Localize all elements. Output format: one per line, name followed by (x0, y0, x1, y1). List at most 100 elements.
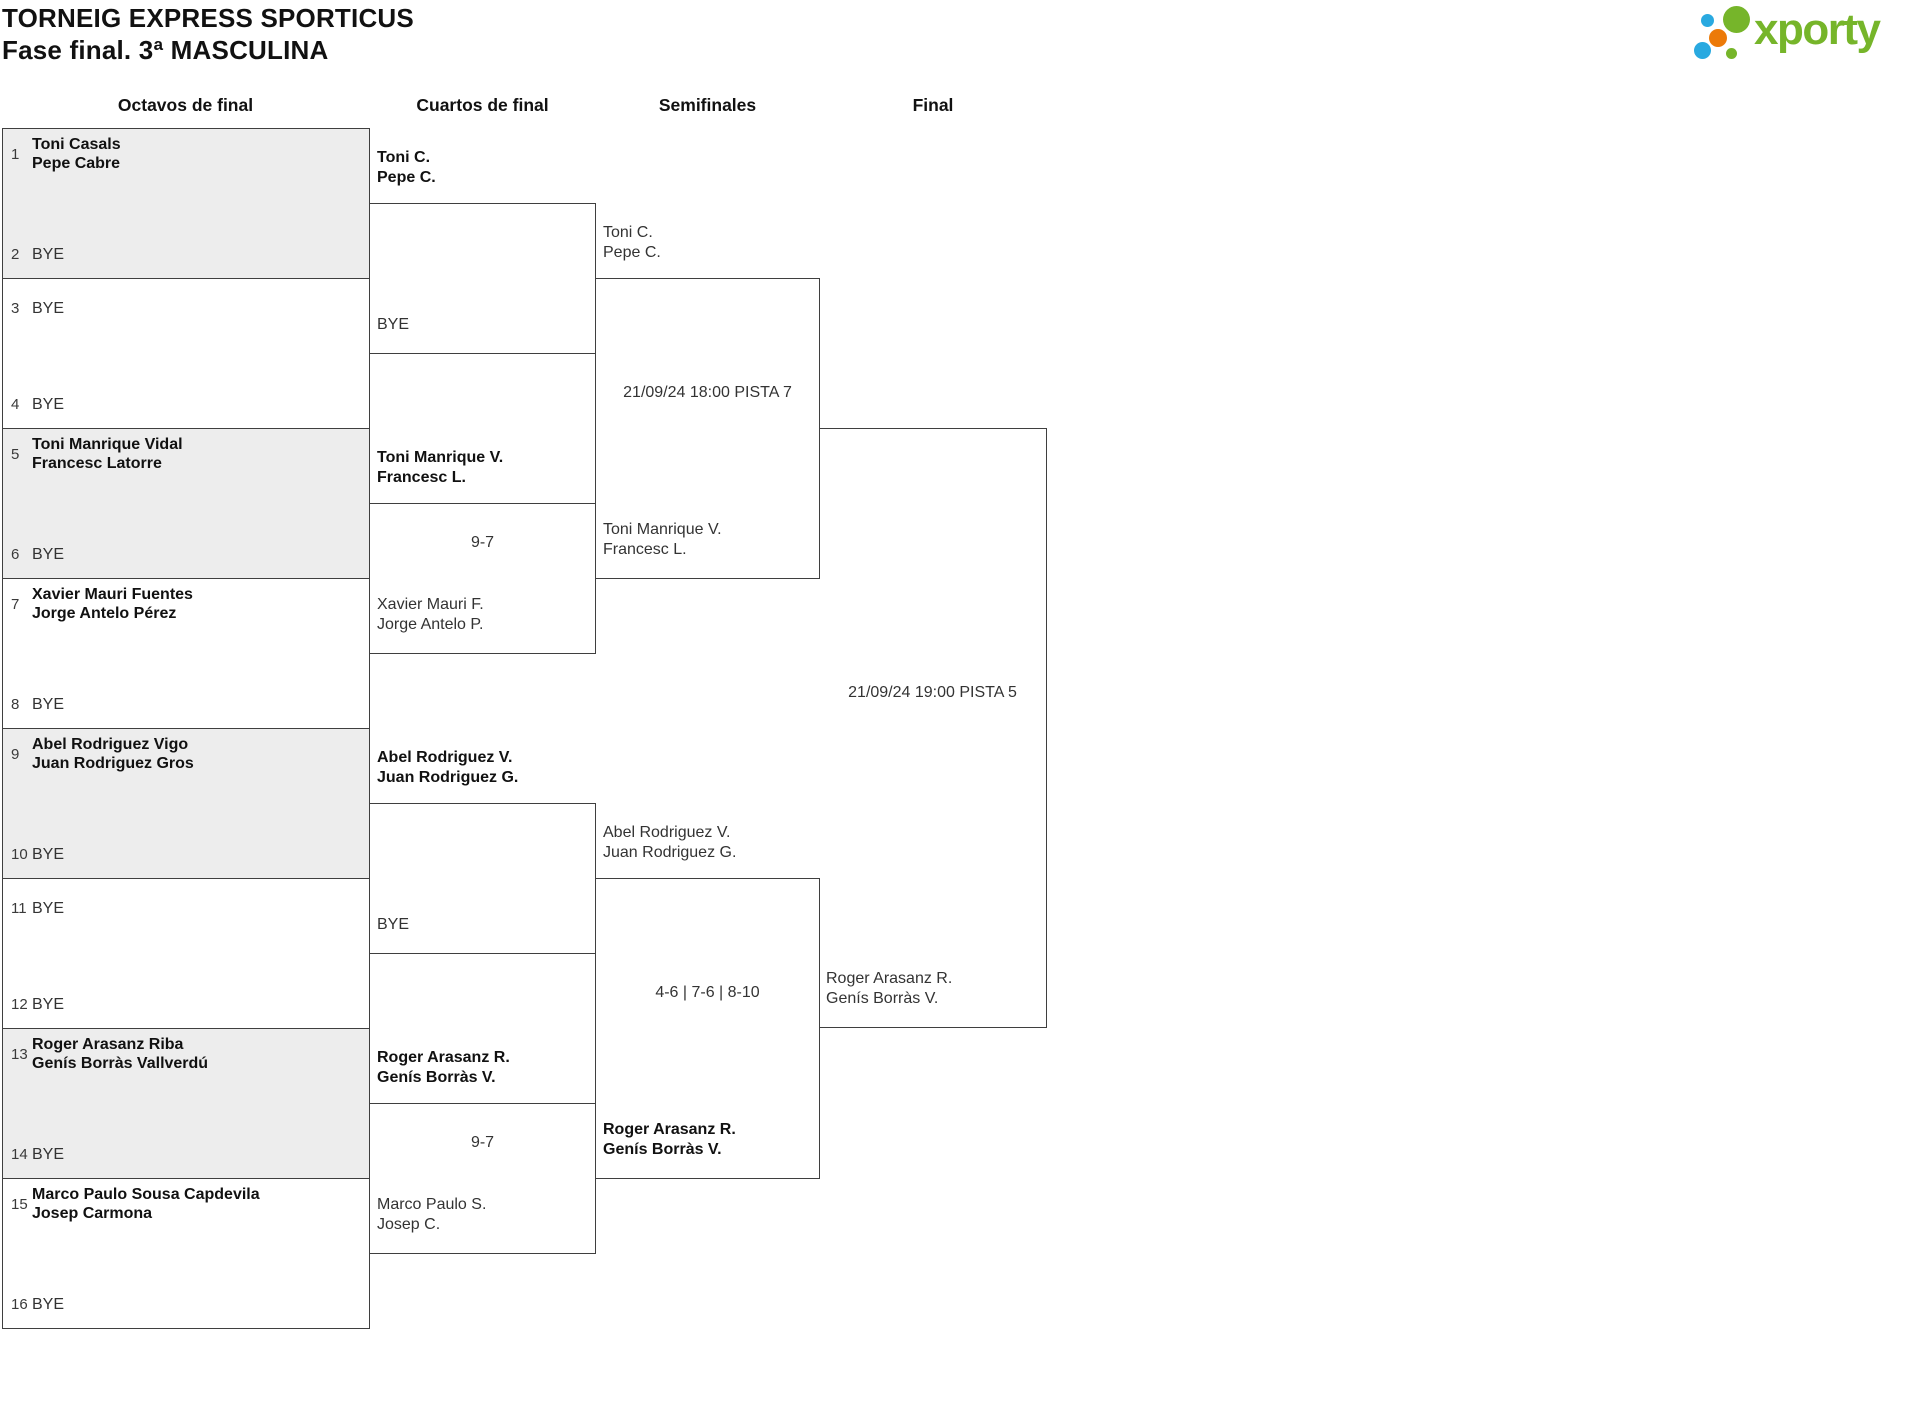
r16-slot-15: 15 Marco Paulo Sousa Capdevila Josep Car… (3, 1185, 369, 1223)
r16-slot-1: 1 Toni Casals Pepe Cabre (3, 135, 369, 173)
r16-slot-4: 4 BYE (3, 395, 369, 414)
page-header: TORNEIG EXPRESS SPORTICUS Fase final. 3ª… (2, 2, 414, 66)
r16-slot-16: 16 BYE (3, 1295, 369, 1314)
qf-match-1-box: Toni C. Pepe C. BYE (369, 149, 596, 354)
bye-label: BYE (32, 1296, 65, 1313)
round-header-semifinales: Semifinales (658, 95, 757, 115)
team-name: Abel Rodriguez Vigo Juan Rodriguez Gros (32, 735, 194, 773)
qf-match-2-box: Toni Manrique V. Francesc L. 9-7 Xavier … (369, 449, 596, 654)
slot-number: 4 (11, 396, 20, 413)
slot-number: 2 (11, 246, 20, 263)
r16-match-3-box: 5 Toni Manrique Vidal Francesc Latorre 6… (2, 428, 370, 579)
logo-wordmark: xporty (1754, 5, 1881, 54)
r16-slot-6: 6 BYE (3, 545, 369, 564)
logo-dot-green-small-icon (1726, 48, 1737, 59)
r16-match-7-box: 13 Roger Arasanz Riba Genís Borràs Vallv… (2, 1028, 370, 1179)
qf2-team-bottom: Xavier Mauri F. Jorge Antelo P. (377, 596, 484, 633)
qf1-team-top: Toni C. Pepe C. (377, 149, 436, 186)
r16-slot-11: 11 BYE (3, 899, 369, 918)
qf3-team-top: Abel Rodriguez V. Juan Rodriguez G. (377, 749, 519, 786)
player-2: Francesc Latorre (32, 455, 162, 472)
r16-match-4-box: 7 Xavier Mauri Fuentes Jorge Antelo Pére… (2, 578, 370, 729)
r16-slot-13: 13 Roger Arasanz Riba Genís Borràs Vallv… (3, 1035, 369, 1073)
qf3-team-bottom: BYE (377, 916, 410, 933)
sf-match-1-box: Toni C. Pepe C. 21/09/24 18:00 PISTA 7 T… (595, 224, 820, 579)
bye-label: BYE (32, 900, 65, 917)
team-name: Toni Casals Pepe Cabre (32, 135, 121, 173)
qf4-team-bottom: Marco Paulo S. Josep C. (377, 1196, 487, 1233)
qf4-team-top: Roger Arasanz R. Genís Borràs V. (377, 1049, 510, 1086)
qf2-score: 9-7 (470, 534, 495, 551)
r16-match-2-box: 3 BYE 4 BYE (2, 278, 370, 429)
round-header-cuartos: Cuartos de final (416, 95, 549, 115)
sf2-team-top: Abel Rodriguez V. Juan Rodriguez G. (603, 824, 737, 861)
qf-match-3-box: Abel Rodriguez V. Juan Rodriguez G. BYE (369, 749, 596, 954)
logo-dot-blue-small-icon (1701, 14, 1714, 27)
r16-slot-12: 12 BYE (3, 995, 369, 1014)
tournament-title: TORNEIG EXPRESS SPORTICUS (2, 3, 414, 33)
slot-number: 6 (11, 546, 20, 563)
slot-number: 15 (11, 1195, 28, 1213)
r16-slot-7: 7 Xavier Mauri Fuentes Jorge Antelo Pére… (3, 585, 369, 623)
slot-number: 5 (11, 445, 20, 463)
slot-number: 11 (11, 900, 27, 917)
r16-slot-9: 9 Abel Rodriguez Vigo Juan Rodriguez Gro… (3, 735, 369, 773)
sf1-team-top: Toni C. Pepe C. (603, 224, 661, 261)
r16-slot-3: 3 BYE (3, 299, 369, 318)
bye-label: BYE (32, 1146, 65, 1163)
player-1: Toni Manrique Vidal (32, 436, 183, 453)
team-name: Toni Manrique Vidal Francesc Latorre (32, 435, 183, 473)
sf-match-2-box: Abel Rodriguez V. Juan Rodriguez G. 4-6 … (595, 824, 820, 1179)
r16-match-1-box: 1 Toni Casals Pepe Cabre 2 BYE (2, 128, 370, 279)
sf2-score: 4-6 | 7-6 | 8-10 (655, 984, 760, 1001)
bye-label: BYE (32, 300, 65, 317)
player-2: Josep Carmona (32, 1205, 153, 1222)
slot-number: 3 (11, 300, 20, 317)
logo-dot-green-large-icon (1723, 6, 1750, 33)
slot-number: 8 (11, 696, 20, 713)
player-1: Abel Rodriguez Vigo (32, 736, 189, 753)
qf2-team-top: Toni Manrique V. Francesc L. (377, 449, 504, 486)
sf2-team-bottom: Roger Arasanz R. Genís Borràs V. (603, 1121, 736, 1158)
round-header-final: Final (912, 95, 954, 115)
xporty-logo: xporty (1690, 0, 1920, 66)
final-match-box: 21/09/24 19:00 PISTA 5 Roger Arasanz R. … (819, 428, 1047, 1028)
bye-label: BYE (32, 396, 65, 413)
final-team-bottom: Roger Arasanz R. Genís Borràs V. (826, 970, 953, 1007)
player-2: Genís Borràs Vallverdú (32, 1055, 209, 1072)
round-header-octavos: Octavos de final (117, 95, 254, 115)
r16-match-5-box: 9 Abel Rodriguez Vigo Juan Rodriguez Gro… (2, 728, 370, 879)
logo-dot-orange-icon (1709, 29, 1727, 47)
bye-label: BYE (32, 696, 65, 713)
sf1-schedule: 21/09/24 18:00 PISTA 7 (623, 384, 792, 401)
r16-slot-8: 8 BYE (3, 695, 369, 714)
bye-label: BYE (32, 996, 65, 1013)
final-schedule: 21/09/24 19:00 PISTA 5 (848, 684, 1017, 701)
slot-number: 7 (11, 595, 20, 613)
bye-label: BYE (32, 846, 65, 863)
bye-label: BYE (32, 546, 65, 563)
phase-subtitle: Fase final. 3ª MASCULINA (2, 35, 329, 65)
slot-number: 12 (11, 996, 28, 1013)
r16-match-6-box: 11 BYE 12 BYE (2, 878, 370, 1029)
r16-slot-10: 10 BYE (3, 845, 369, 864)
team-name: Marco Paulo Sousa Capdevila Josep Carmon… (32, 1185, 260, 1223)
qf1-team-bottom: BYE (377, 316, 410, 333)
r16-slot-14: 14 BYE (3, 1145, 369, 1164)
logo-dot-blue-icon (1694, 42, 1711, 59)
team-name: Roger Arasanz Riba Genís Borràs Vallverd… (32, 1035, 208, 1073)
slot-number: 1 (11, 145, 20, 163)
slot-number: 14 (11, 1146, 28, 1163)
player-2: Jorge Antelo Pérez (32, 605, 177, 622)
slot-number: 9 (11, 745, 20, 763)
player-1: Roger Arasanz Riba (32, 1036, 184, 1053)
qf-match-4-box: Roger Arasanz R. Genís Borràs V. 9-7 Mar… (369, 1049, 596, 1254)
slot-number: 10 (11, 846, 28, 863)
player-2: Juan Rodriguez Gros (32, 755, 194, 772)
slot-number: 16 (11, 1296, 28, 1313)
player-2: Pepe Cabre (32, 155, 121, 172)
qf4-score: 9-7 (470, 1134, 495, 1151)
r16-slot-2: 2 BYE (3, 245, 369, 264)
slot-number: 13 (11, 1045, 28, 1063)
